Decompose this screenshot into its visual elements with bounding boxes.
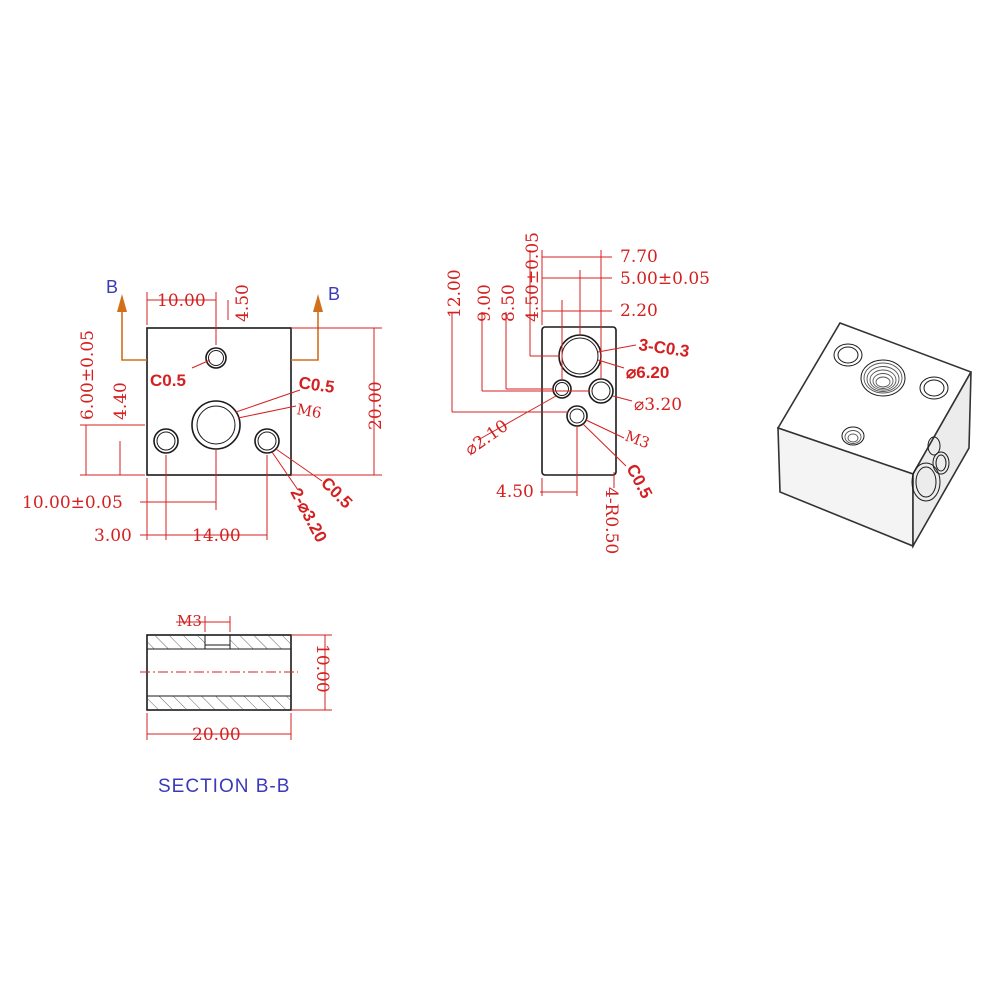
dim-22: 2.20: [620, 301, 658, 321]
front-outline: [146, 327, 292, 476]
note-c05: C0.5: [622, 461, 656, 502]
section-marker-right: B: [328, 284, 340, 304]
isometric-view: [776, 322, 973, 550]
note-chamfer: 3-C0.3: [637, 335, 690, 361]
note-dia620: ⌀6.20: [626, 363, 669, 382]
section-arrow-left: B: [106, 277, 147, 361]
dim-radius: 4-R0.50: [601, 487, 621, 554]
dim-9: 9.00: [475, 284, 495, 322]
iso-side-hole-small: [927, 436, 941, 456]
note-c05-center: C0.5: [297, 373, 335, 397]
note-m6: M6: [295, 400, 323, 422]
dim-77: 7.70: [620, 247, 658, 267]
dim-45: 4.50±0.05: [523, 232, 543, 322]
dim-left-vertical: 6.00±0.05: [78, 330, 98, 420]
iso-side-hole-large: [911, 462, 941, 502]
section-marker-left: B: [106, 277, 118, 297]
section-b-b: M3 10.00 20.00 SECTION B-B: [140, 612, 332, 797]
note-holes: 2-⌀3.20: [286, 485, 330, 546]
iso-right-face: [912, 371, 972, 550]
dim-5: 5.00±0.05: [620, 269, 710, 289]
side-mid-hole: [588, 378, 614, 404]
section-m3-label: M3: [177, 612, 202, 630]
side-view: 12.00 9.00 8.50 4.50±0.05 7.70 5.00±0.05…: [445, 232, 710, 554]
dim-12: 12.00: [445, 269, 465, 318]
dim-height: 20.00: [366, 381, 386, 430]
section-width-dim: 20.00: [192, 725, 241, 745]
dim-m3-offset: 4.50: [233, 284, 253, 322]
dim-bottom-left: 3.00: [94, 526, 132, 546]
front-right-hole: [254, 428, 280, 454]
dim-top-width: 10.00: [157, 291, 206, 311]
dim-bottom-center: 10.00±0.05: [22, 493, 123, 513]
section-height-dim: 10.00: [312, 644, 332, 693]
note-c05-top: C0.5: [150, 371, 186, 390]
side-outline: [541, 326, 617, 476]
front-left-hole: [153, 428, 179, 454]
note-c05-right: C0.5: [317, 473, 356, 512]
iso-threaded-hole: [860, 359, 906, 397]
dim-bottom-span: 14.00: [192, 526, 241, 546]
front-m6-hole: [191, 400, 241, 450]
dim-bottom: 4.50: [496, 482, 534, 502]
iso-side-hole-mid: [932, 451, 950, 475]
dim-85: 8.50: [499, 284, 519, 322]
iso-hole-top-right: [919, 376, 949, 400]
front-m3-hole: [205, 347, 227, 369]
note-dia320: ⌀3.20: [634, 395, 682, 415]
section-title: SECTION B-B: [158, 776, 290, 797]
note-dia210: ⌀2.10: [461, 416, 512, 460]
dim-left-inner: 4.40: [111, 382, 131, 420]
iso-hole-top-left: [833, 343, 863, 367]
note-m3: M3: [623, 427, 653, 452]
section-arrow-right: B: [291, 284, 340, 361]
side-m6-hole: [558, 334, 602, 378]
iso-m3-hole: [841, 426, 865, 446]
front-view: B B 10.00 4.50 20.00 6.00±0.05 4.40 1: [22, 277, 386, 546]
